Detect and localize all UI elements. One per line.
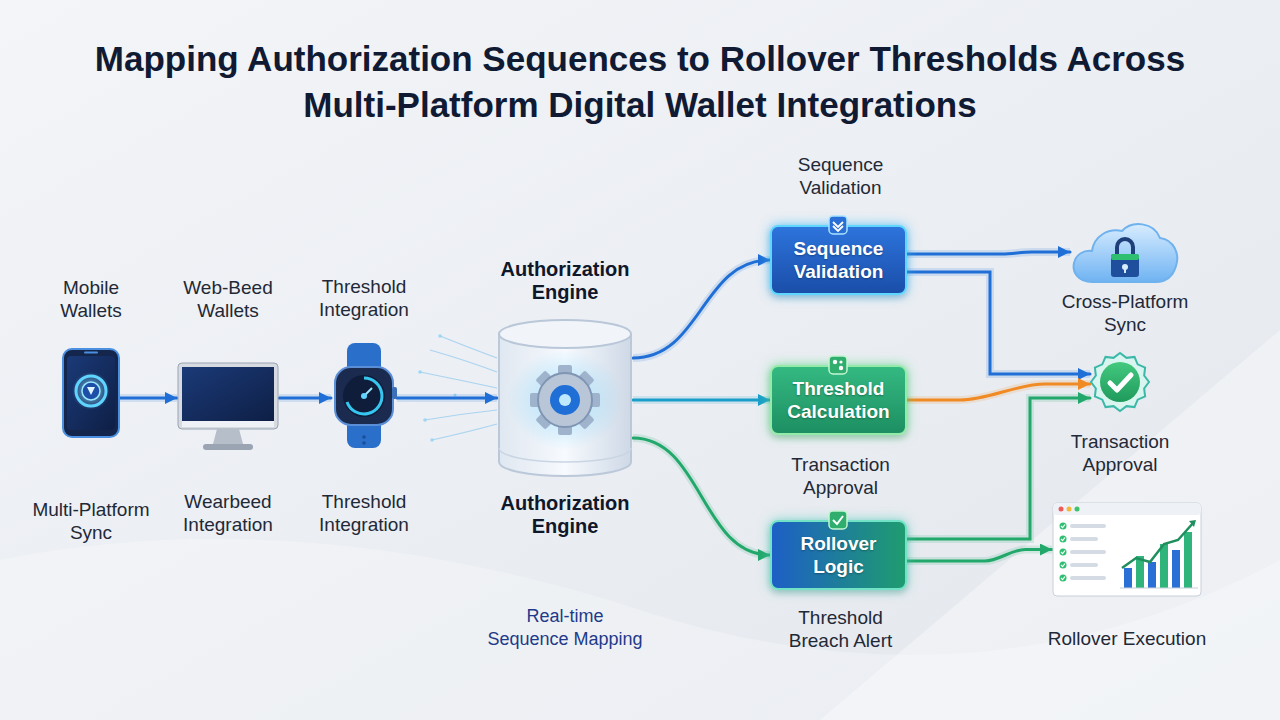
node-caption: Transaction Approval (771, 453, 911, 499)
node-caption: Wearbeed Integration (163, 490, 293, 536)
web-wallet-device: Web-Beed WalletsWearbeed Integration (177, 362, 279, 452)
connector-glow (907, 272, 1090, 374)
node-caption: Mobile Wallets (36, 276, 146, 322)
approval-badge: Transaction Approval (1090, 352, 1150, 412)
engine-cylinder: Authorization EngineAuthorization Engine (497, 318, 633, 478)
flow-connector (907, 272, 1090, 374)
watch-icon (331, 343, 397, 448)
flow-connector (120, 397, 177, 400)
flow-connector (633, 399, 770, 402)
badge-icon (829, 356, 847, 374)
annotation-label: Real-time Sequence Mapping (485, 605, 645, 651)
node-caption: Multi-Platform Sync (16, 498, 166, 544)
node-caption: Cross-Platform Sync (1045, 290, 1205, 336)
flow-connector (907, 550, 1052, 562)
connector-glow (907, 550, 1052, 562)
phone-icon (62, 348, 120, 438)
dashboard-window: Rollover Execution (1052, 502, 1202, 597)
monitor-icon (177, 362, 279, 452)
engine-icon (497, 318, 633, 478)
box-text: Rollover Logic (772, 532, 905, 578)
flow-connector (397, 397, 497, 400)
node-caption: Rollover Execution (1017, 627, 1237, 650)
flow-connector (907, 252, 1070, 254)
connector-glow (120, 394, 177, 402)
mobile-wallet-device: Mobile WalletsMulti-Platform Sync (62, 348, 120, 438)
box-text: Sequence Validation (772, 237, 905, 283)
process-box: Threshold CalculationTransaction Approva… (770, 365, 907, 435)
connector-glow (397, 394, 497, 402)
node-caption: Sequence Validation (776, 153, 906, 199)
cloud-lock-icon: Cross-Platform Sync (1070, 218, 1180, 286)
badge-icon (829, 216, 847, 234)
process-box: Sequence ValidationSequence Validation (770, 225, 907, 295)
node-caption: Threshold Breach Alert (771, 606, 911, 652)
connector-glow (633, 260, 770, 358)
cloud-icon (1070, 218, 1180, 286)
node-caption: Threshold Integration (304, 490, 424, 536)
badge-icon (1090, 352, 1150, 412)
node-caption: Authorization Engine (490, 492, 640, 538)
node-caption: Web-Beed Wallets (168, 276, 288, 322)
flow-connector (279, 397, 331, 400)
flow-connector (633, 260, 770, 358)
connector-glow (633, 396, 770, 404)
box-text: Threshold Calculation (772, 377, 905, 423)
connector-glow (633, 438, 770, 555)
badge-icon (829, 511, 847, 529)
flow-connector (633, 438, 770, 555)
wearable-device: Threshold IntegrationThreshold Integrati… (331, 343, 397, 448)
node-caption: Transaction Approval (1050, 430, 1190, 476)
dashboard-icon (1052, 502, 1202, 597)
node-caption: Threshold Integration (304, 275, 424, 321)
diagram-title: Mapping Authorization Sequences to Rollo… (60, 36, 1220, 128)
connector-glow (907, 252, 1070, 254)
connector-glow (279, 394, 331, 402)
node-caption: Authorization Engine (490, 258, 640, 304)
process-box: Rollover LogicThreshold Breach Alert (770, 520, 907, 590)
